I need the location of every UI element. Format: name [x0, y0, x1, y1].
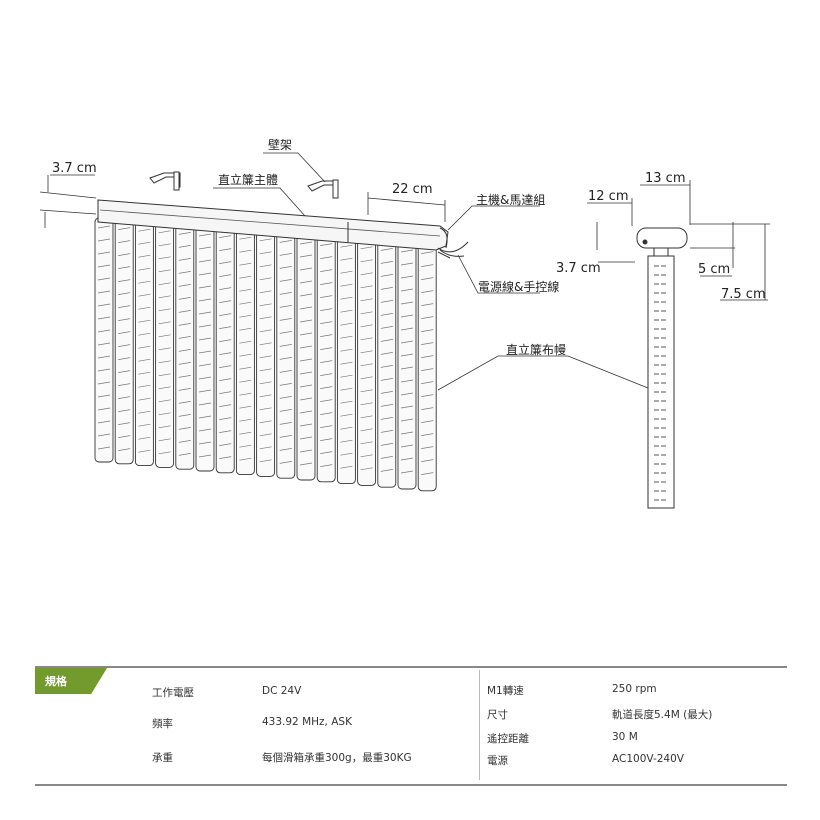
cables	[437, 241, 469, 259]
slat	[336, 236, 356, 485]
dim-front-height: 3.7 cm	[52, 161, 97, 176]
spec-value: 250 rpm	[612, 683, 657, 695]
slat	[175, 223, 195, 470]
blind-diagram: 壁架 直立簾主體 主機&馬達組 電源線&手控線 直立簾布幔 3.7 cm 22 …	[39, 137, 770, 509]
spec-value: 軌道長度5.4M (最大)	[612, 709, 713, 721]
slat	[215, 227, 235, 474]
dim-12cm: 12 cm	[588, 189, 629, 204]
fabric-label: 直立簾布幔	[506, 342, 566, 357]
dim-13cm: 13 cm	[645, 171, 686, 186]
spec-value: 433.92 MHz, ASK	[262, 716, 352, 728]
spec-value: AC100V-240V	[612, 753, 684, 765]
slat	[276, 231, 296, 479]
slat	[94, 217, 114, 463]
slat	[417, 243, 437, 492]
slat	[114, 219, 134, 465]
slat	[316, 235, 336, 483]
column-divider	[479, 670, 480, 780]
slat	[377, 239, 397, 488]
spec-label: 頻率	[152, 718, 173, 730]
slat	[296, 233, 316, 481]
cables-label: 電源線&手控線	[478, 279, 559, 294]
spec-label: 尺寸	[487, 709, 508, 721]
spec-tab: 規格	[35, 668, 107, 694]
slat	[195, 225, 215, 472]
wall-bracket-icon	[149, 171, 339, 199]
spec-value: 30 M	[612, 731, 638, 743]
slats	[94, 217, 437, 492]
slat	[155, 222, 175, 468]
spec-value: DC 24V	[262, 685, 302, 697]
main-body-label: 直立簾主體	[218, 172, 278, 187]
slat	[256, 230, 276, 477]
slat	[397, 241, 417, 490]
spec-label: 承重	[152, 752, 173, 764]
slat	[235, 228, 255, 476]
motor-label: 主機&馬達組	[476, 192, 545, 207]
dim-5cm: 5 cm	[698, 262, 730, 277]
spec-label: 工作電壓	[152, 687, 194, 699]
spec-label: 電源	[487, 755, 508, 767]
dim-motor-length: 22 cm	[392, 182, 433, 197]
slat	[134, 220, 154, 467]
spec-value: 每個滑箱承重300g，最重30KG	[262, 752, 412, 764]
bracket-label: 壁架	[268, 137, 292, 152]
spec-table: 規格 工作電壓 DC 24V 頻率 433.92 MHz, ASK 承重 每個滑…	[35, 666, 787, 786]
spec-label: M1轉速	[487, 685, 524, 697]
spec-label: 遙控距離	[487, 733, 529, 745]
spec-tab-label: 規格	[45, 675, 67, 688]
dim-3-7cm: 3.7 cm	[556, 261, 601, 276]
slat	[357, 238, 377, 486]
dim-7-5cm: 7.5 cm	[721, 287, 766, 302]
side-view	[636, 227, 688, 509]
